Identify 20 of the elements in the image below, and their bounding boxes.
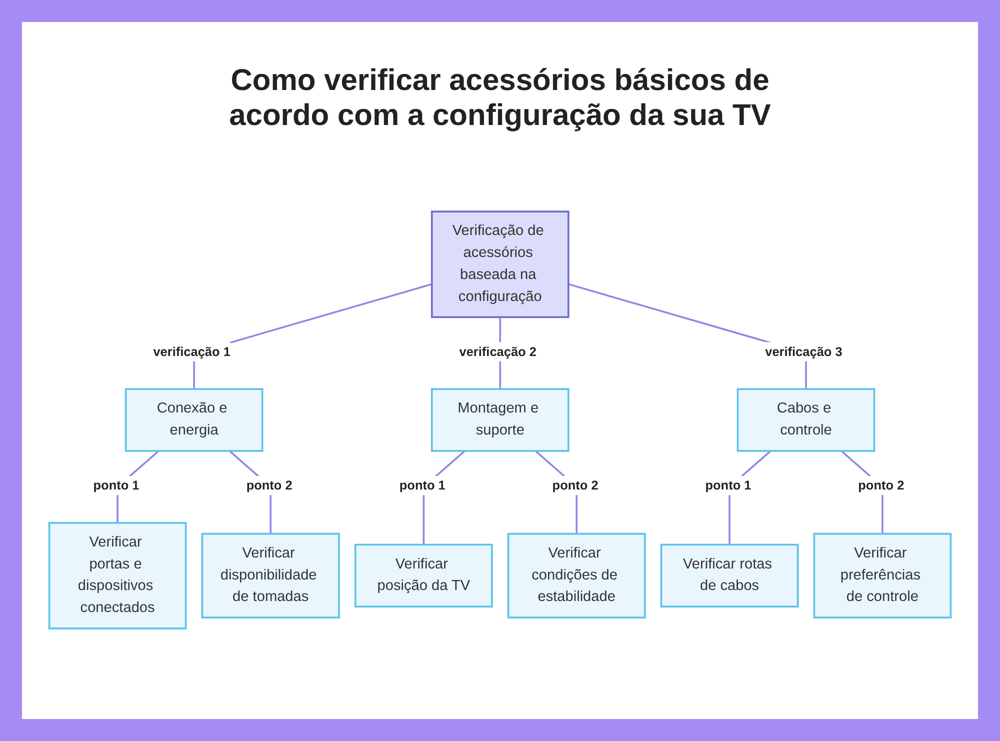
edge-label: ponto 2 bbox=[246, 478, 292, 492]
node-box: Verificar preferências de controle bbox=[813, 532, 952, 618]
edge-label: verificação 2 bbox=[459, 344, 536, 359]
node-box: Verificar rotas de cabos bbox=[660, 544, 799, 608]
node-box: Verificar disponibilidade de tomadas bbox=[201, 532, 340, 618]
edge-label: ponto 2 bbox=[552, 478, 598, 492]
edge-label: ponto 1 bbox=[93, 478, 140, 492]
node-box: Verificar condições de estabilidade bbox=[507, 532, 646, 618]
node-box: Conexão e energia bbox=[124, 388, 264, 452]
edge-label: verificação 1 bbox=[153, 344, 230, 359]
node-box: Cabos e controle bbox=[736, 388, 876, 452]
edge-label: ponto 2 bbox=[858, 478, 904, 492]
diagram-title: Como verificar acessórios básicos de acordo com a configuração da sua TV bbox=[228, 64, 772, 133]
node-box: Verificar portas e dispositivos conectados bbox=[48, 522, 187, 630]
node-box: Verificar posição da TV bbox=[354, 544, 493, 608]
edge-label: ponto 1 bbox=[399, 478, 446, 492]
edge-label: ponto 1 bbox=[705, 478, 752, 492]
node-box: Verificação de acessórios baseada na configuração bbox=[430, 210, 570, 318]
node-box: Montagem e suporte bbox=[430, 388, 570, 452]
edge-label: verificação 3 bbox=[765, 344, 842, 359]
